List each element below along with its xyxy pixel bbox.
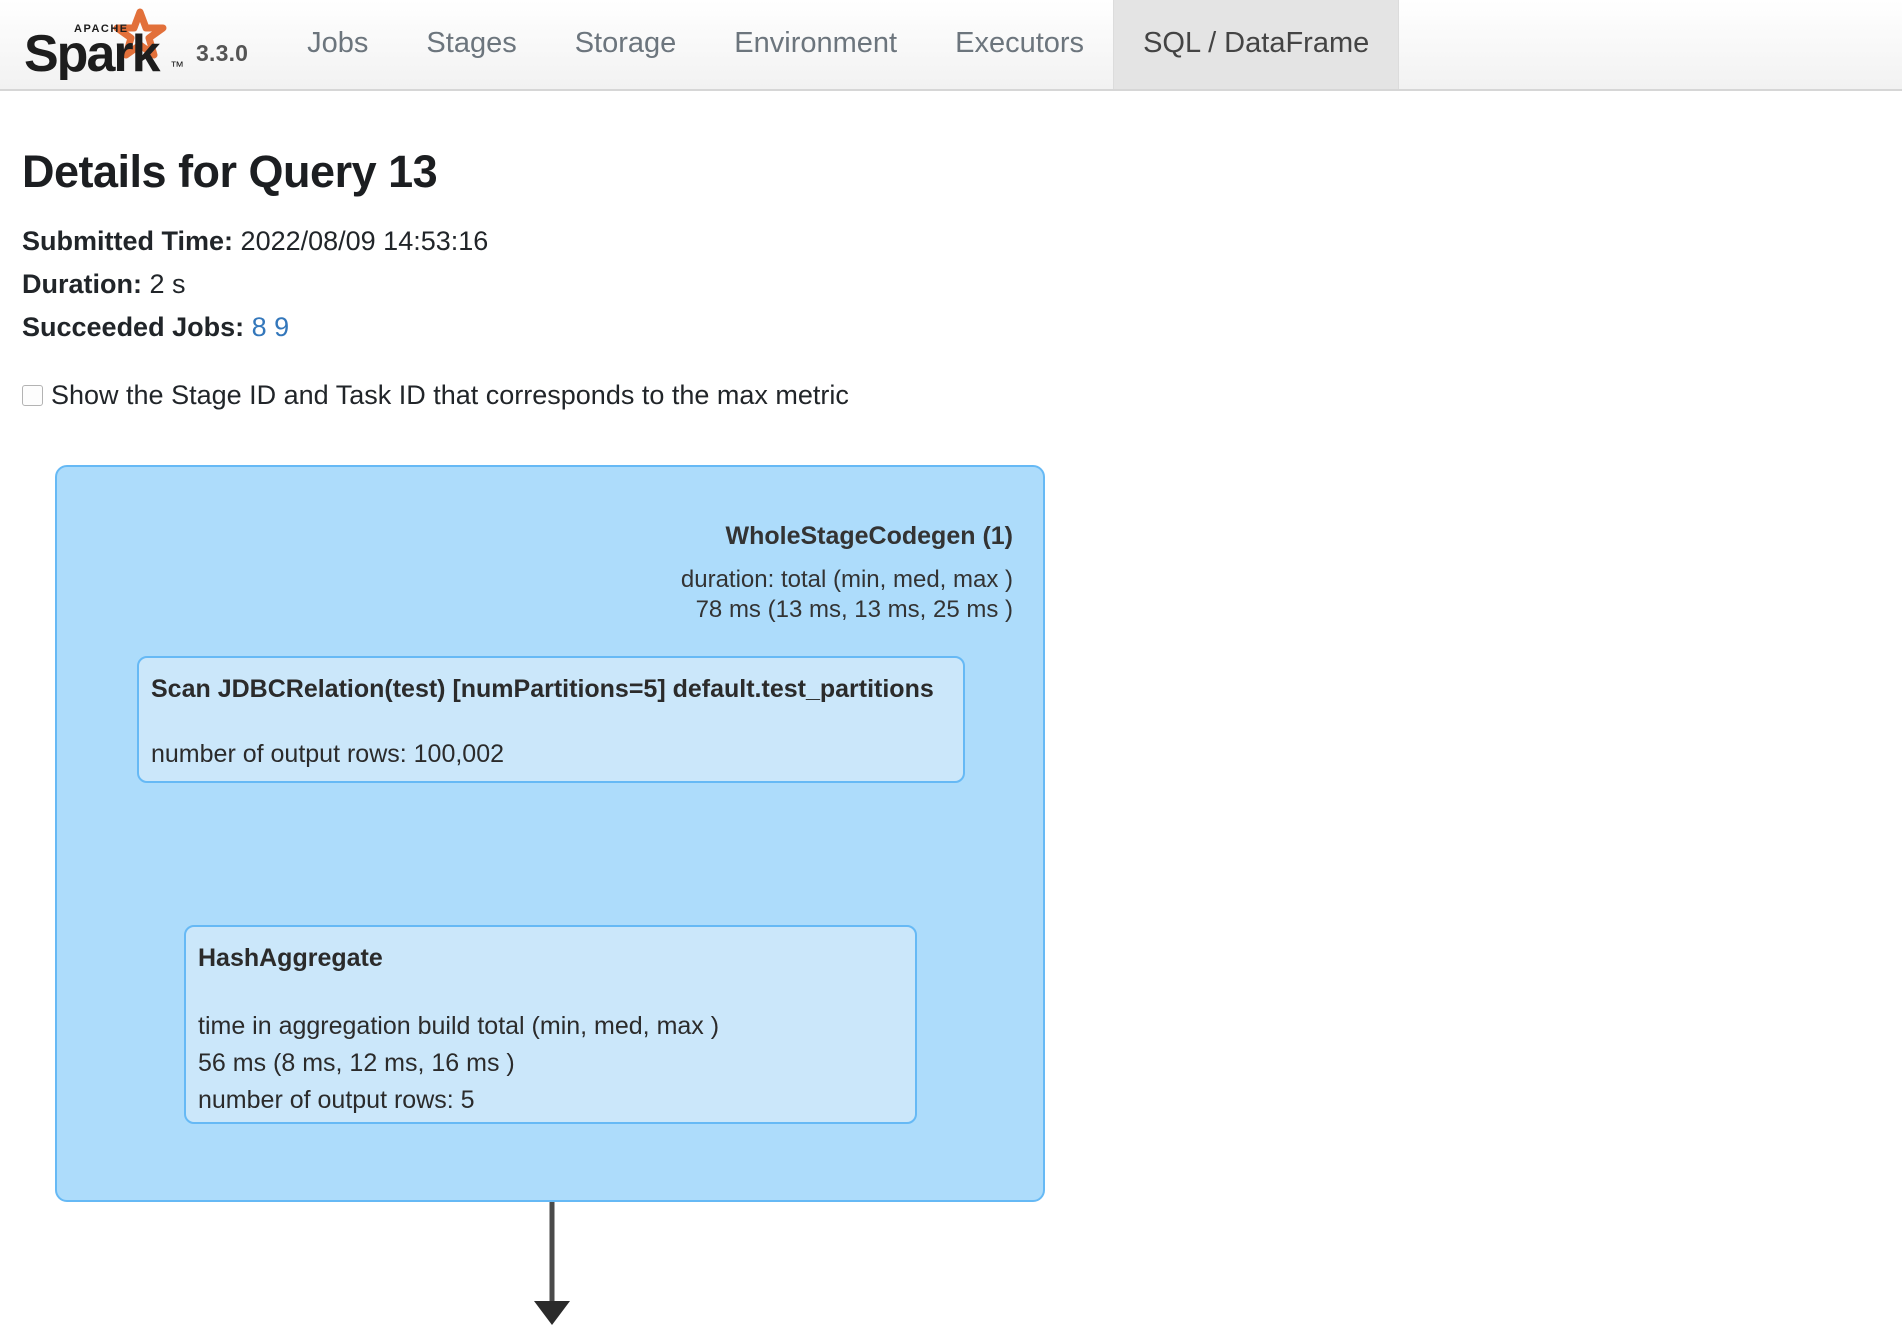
tab-stages[interactable]: Stages (426, 27, 517, 59)
page-title: Details for Query 13 (22, 146, 438, 197)
cluster-title: WholeStageCodegen (1) (725, 522, 1013, 550)
show-stage-task-label[interactable]: Show the Stage ID and Task ID that corre… (51, 380, 849, 410)
brand-area[interactable]: APACHE Spark ™ 3.3.0 (0, 0, 248, 89)
apache-spark-logo-icon[interactable]: APACHE Spark ™ (22, 8, 190, 80)
spark-version-label: 3.3.0 (196, 40, 249, 66)
tab-sql-dataframe[interactable]: SQL / DataFrame (1113, 0, 1400, 89)
svg-text:™: ™ (170, 58, 184, 74)
plan-node-metrics: time in aggregation build total (min, me… (198, 1012, 720, 1114)
submitted-time-value: 2022/08/09 14:53:16 (240, 226, 489, 256)
plan-node-hashaggregate[interactable]: HashAggregate time in aggregation build … (184, 925, 917, 1124)
plan-node-title: Scan JDBCRelation(test) [numPartitions=5… (151, 675, 934, 703)
duration-row: Duration: 2 s (22, 263, 1902, 306)
cluster-metrics: duration: total (min, med, max ) 78 ms (… (680, 566, 1013, 623)
navbar-tabs: Jobs Stages Storage Environment Executor… (278, 0, 1400, 89)
tab-environment[interactable]: Environment (734, 27, 898, 59)
tab-executors[interactable]: Executors (955, 27, 1085, 59)
succeeded-job-link-9[interactable]: 9 (274, 312, 290, 342)
submitted-time-row: Submitted Time: 2022/08/09 14:53:16 (22, 220, 1902, 263)
svg-text:APACHE: APACHE (74, 23, 129, 35)
query-metadata: Submitted Time: 2022/08/09 14:53:16 Dura… (0, 198, 1902, 349)
svg-text:Spark: Spark (24, 25, 161, 80)
plan-node-title: HashAggregate (198, 944, 383, 972)
tab-jobs[interactable]: Jobs (307, 27, 369, 59)
tab-storage[interactable]: Storage (574, 27, 677, 59)
show-stage-task-checkbox[interactable] (22, 385, 43, 406)
top-navbar: APACHE Spark ™ 3.3.0 Jobs Stages Storage… (0, 0, 1902, 91)
plan-node-metrics: number of output rows: 100,002 (151, 740, 505, 768)
succeeded-jobs-row: Succeeded Jobs: 8 9 (22, 306, 1902, 349)
succeeded-job-link-8[interactable]: 8 (251, 312, 267, 342)
duration-value: 2 s (149, 269, 186, 299)
submitted-time-label: Submitted Time: (22, 226, 234, 256)
plan-node-scan-jdbcrelation[interactable]: Scan JDBCRelation(test) [numPartitions=5… (137, 656, 965, 783)
duration-label: Duration: (22, 269, 142, 299)
succeeded-jobs-label: Succeeded Jobs: (22, 312, 245, 342)
page-content: Details for Query 13 Submitted Time: 202… (0, 91, 1902, 411)
show-stage-task-row: Show the Stage ID and Task ID that corre… (0, 349, 1902, 411)
